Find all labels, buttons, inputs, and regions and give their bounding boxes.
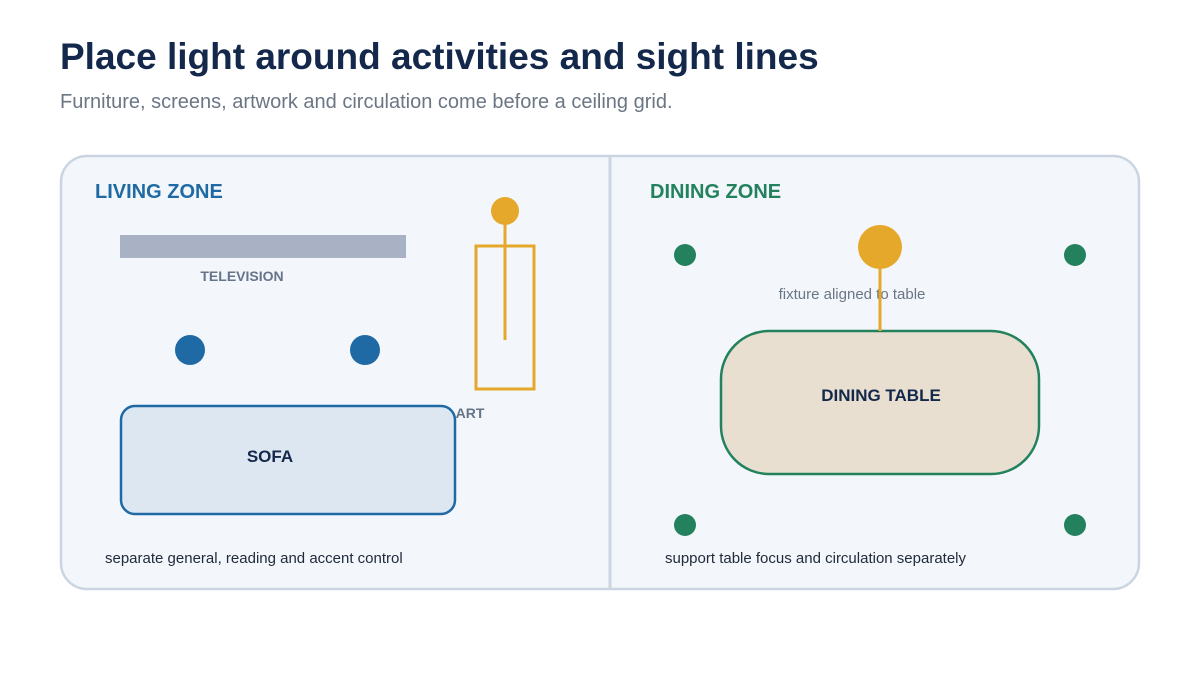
dining-note: support table focus and circulation sepa… [665, 550, 967, 567]
pendant-fixture [858, 225, 902, 269]
television [120, 235, 406, 258]
fixture-note: fixture aligned to table [779, 286, 926, 303]
dining-downlight-top-right [1064, 244, 1086, 266]
living-note: separate general, reading and accent con… [105, 550, 403, 567]
living-zone: LIVING ZONE TELEVISION SOFA ART separate… [95, 181, 536, 567]
page-title: Place light around activities and sight … [60, 36, 819, 77]
sofa-label: SOFA [247, 447, 293, 466]
living-zone-title: LIVING ZONE [95, 181, 223, 203]
dining-table-label: DINING TABLE [821, 386, 941, 405]
sofa [119, 404, 457, 516]
dining-downlight-bottom-left [674, 514, 696, 536]
dining-zone-title: DINING ZONE [650, 181, 781, 203]
living-downlight-left [175, 335, 205, 365]
living-downlight-right [350, 335, 380, 365]
television-label: TELEVISION [200, 268, 283, 284]
dining-zone: DINING ZONE DINING TABLE fixture aligned… [650, 181, 1086, 567]
page-subtitle: Furniture, screens, artwork and circulat… [60, 91, 673, 113]
dining-downlight-bottom-right [1064, 514, 1086, 536]
art-label: ART [456, 405, 485, 421]
dining-downlight-top-left [674, 244, 696, 266]
art-accent-light [491, 197, 519, 225]
